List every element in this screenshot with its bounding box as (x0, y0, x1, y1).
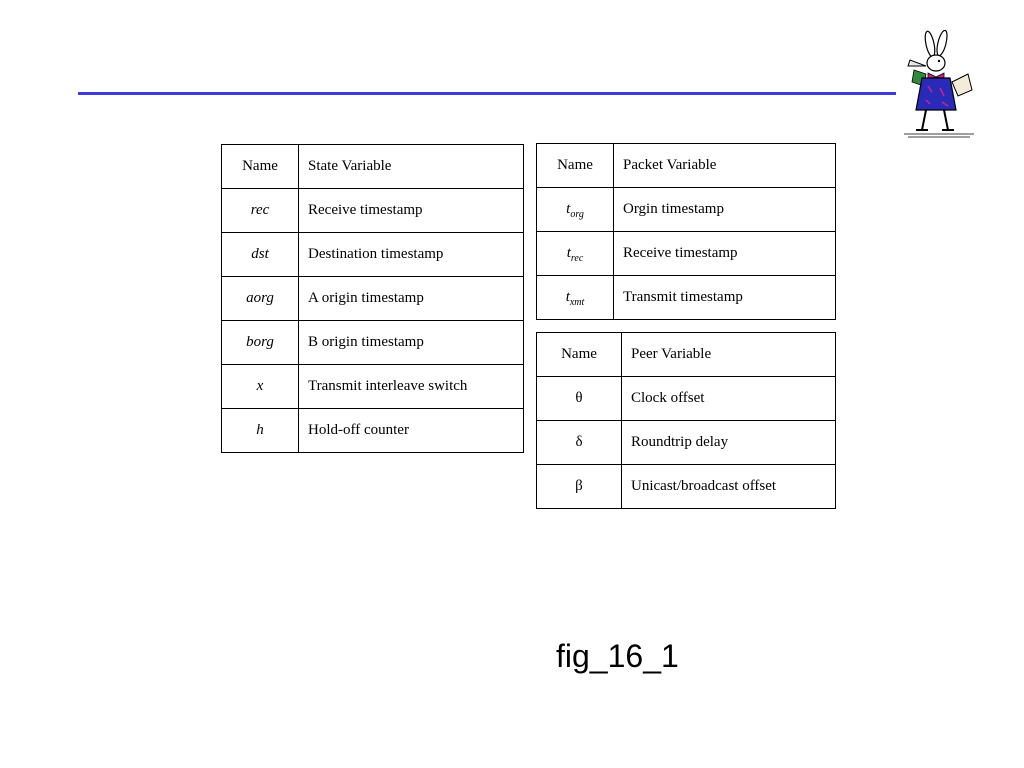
header-rule (78, 92, 896, 95)
variable-name-cell: aorg (221, 276, 299, 321)
table-row: aorg A origin timestamp (221, 276, 524, 321)
table-header-row: Name Packet Variable (536, 143, 836, 188)
variable-description-cell: Clock offset (621, 376, 836, 421)
table-row: rec Receive timestamp (221, 188, 524, 233)
variable-description-cell: Roundtrip delay (621, 420, 836, 465)
table-row: θ Clock offset (536, 376, 836, 421)
variable-name-cell: θ (536, 376, 622, 421)
header-name-cell: Name (221, 144, 299, 189)
variable-name-cell: txmt (536, 275, 614, 320)
white-rabbit-logo (904, 30, 974, 138)
table-row: torg Orgin timestamp (536, 187, 836, 232)
name-base: t (566, 245, 571, 261)
variable-description-cell: Destination timestamp (298, 232, 524, 277)
table-header-row: Name State Variable (221, 144, 524, 189)
name-subscript: org (570, 209, 584, 220)
variable-name-cell: rec (221, 188, 299, 233)
figure-caption: fig_16_1 (556, 638, 679, 674)
table-row: x Transmit interleave switch (221, 364, 524, 409)
table-row: dst Destination timestamp (221, 232, 524, 277)
variable-description-cell: B origin timestamp (298, 320, 524, 365)
name-subscript: xmt (569, 297, 585, 308)
variable-description-cell: Hold-off counter (298, 408, 524, 453)
variable-description-cell: A origin timestamp (298, 276, 524, 321)
variable-name-cell: borg (221, 320, 299, 365)
header-variable-cell: Packet Variable (613, 143, 836, 188)
header-variable-cell: Peer Variable (621, 332, 836, 377)
table-header-row: Name Peer Variable (536, 332, 836, 377)
variable-name-cell: dst (221, 232, 299, 277)
variable-description-cell: Transmit interleave switch (298, 364, 524, 409)
variable-name-cell: h (221, 408, 299, 453)
header-name-cell: Name (536, 332, 622, 377)
table-row: borg B origin timestamp (221, 320, 524, 365)
variable-description-cell: Receive timestamp (298, 188, 524, 233)
table-row: trec Receive timestamp (536, 231, 836, 276)
state-variable-table: Name State Variable rec Receive timestam… (221, 144, 524, 453)
variable-name-cell: torg (536, 187, 614, 232)
table-row: txmt Transmit timestamp (536, 275, 836, 320)
table-row: β Unicast/broadcast offset (536, 464, 836, 509)
peer-variable-table: Name Peer Variable θ Clock offset δ Roun… (536, 332, 836, 509)
variable-description-cell: Orgin timestamp (613, 187, 836, 232)
name-base: t (566, 201, 571, 217)
variable-name-cell: trec (536, 231, 614, 276)
variable-description-cell: Receive timestamp (613, 231, 836, 276)
name-subscript: rec (570, 253, 584, 264)
variable-name-cell: x (221, 364, 299, 409)
table-row: h Hold-off counter (221, 408, 524, 453)
name-base: t (565, 289, 570, 305)
header-variable-cell: State Variable (298, 144, 524, 189)
variable-description-cell: Unicast/broadcast offset (621, 464, 836, 509)
variable-name-cell: β (536, 464, 622, 509)
table-row: δ Roundtrip delay (536, 420, 836, 465)
variable-name-cell: δ (536, 420, 622, 465)
packet-variable-table: Name Packet Variable torg Orgin timestam… (536, 143, 836, 320)
variable-description-cell: Transmit timestamp (613, 275, 836, 320)
header-name-cell: Name (536, 143, 614, 188)
